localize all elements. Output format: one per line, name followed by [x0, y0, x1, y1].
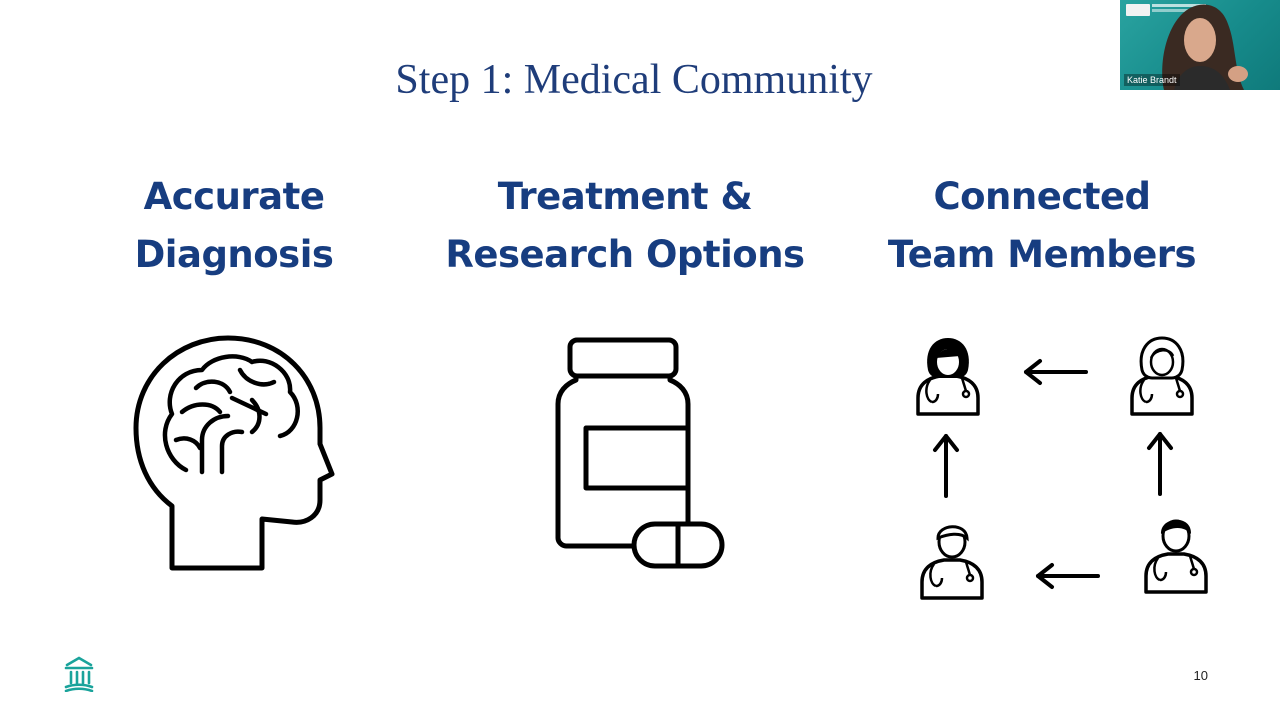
heading-treatment-research: Treatment & Research Options [425, 168, 825, 284]
participant-video-tile[interactable]: Katie Brandt [1120, 0, 1280, 90]
heading-accurate-diagnosis: Accurate Diagnosis [84, 168, 384, 284]
doctor-male-light-icon [920, 525, 984, 600]
heading-line: Team Members [887, 233, 1197, 276]
brain-head-icon [133, 335, 335, 571]
doctor-female-dark-icon [916, 338, 980, 416]
institution-building-icon [64, 656, 94, 692]
arrow-up-icon [1147, 432, 1173, 496]
heading-line: Research Options [445, 233, 805, 276]
slide-title: Step 1: Medical Community [395, 57, 873, 103]
arrow-left-icon [1024, 359, 1088, 385]
background-logo-text [1152, 4, 1206, 7]
heading-line: Diagnosis [134, 233, 334, 276]
participant-name: Katie Brandt [1124, 74, 1180, 86]
heading-line: Treatment & [497, 175, 753, 218]
arrow-up-icon [933, 434, 959, 498]
participant-silhouette [1162, 4, 1248, 90]
pill-bottle-icon [555, 337, 725, 569]
heading-line: Accurate [143, 175, 325, 218]
care-team-icon [916, 336, 1208, 600]
heading-connected-team: Connected Team Members [862, 168, 1222, 284]
doctor-male-dark-icon [1144, 519, 1208, 594]
arrow-left-icon [1036, 563, 1100, 589]
doctor-female-light-icon [1130, 336, 1194, 416]
page-number: 10 [1193, 668, 1208, 683]
heading-line: Connected [933, 175, 1151, 218]
background-logo [1126, 4, 1150, 16]
